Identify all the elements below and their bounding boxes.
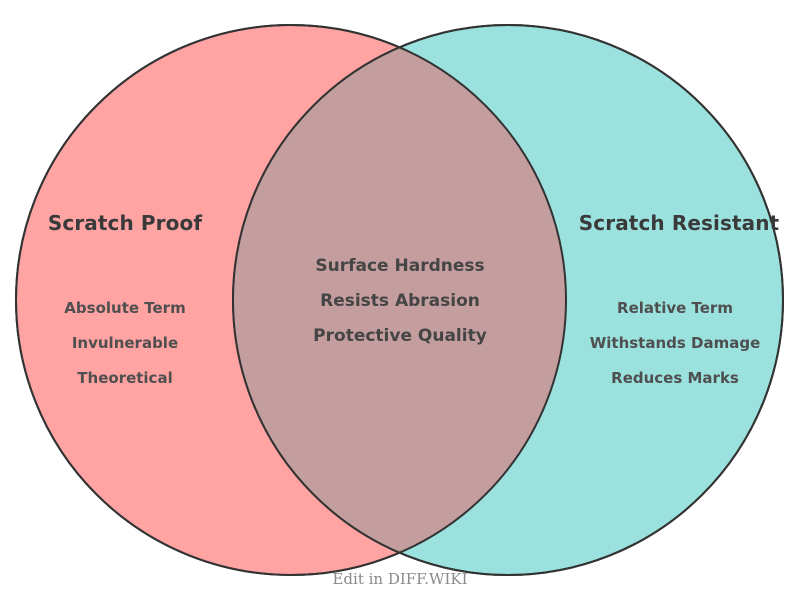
edit-in-diff-wiki-link[interactable]: Edit in DIFF.WIKI — [332, 570, 468, 588]
right-set-outline — [232, 24, 784, 576]
left-set-outline — [15, 24, 567, 576]
intersection-region[interactable] — [233, 25, 783, 575]
